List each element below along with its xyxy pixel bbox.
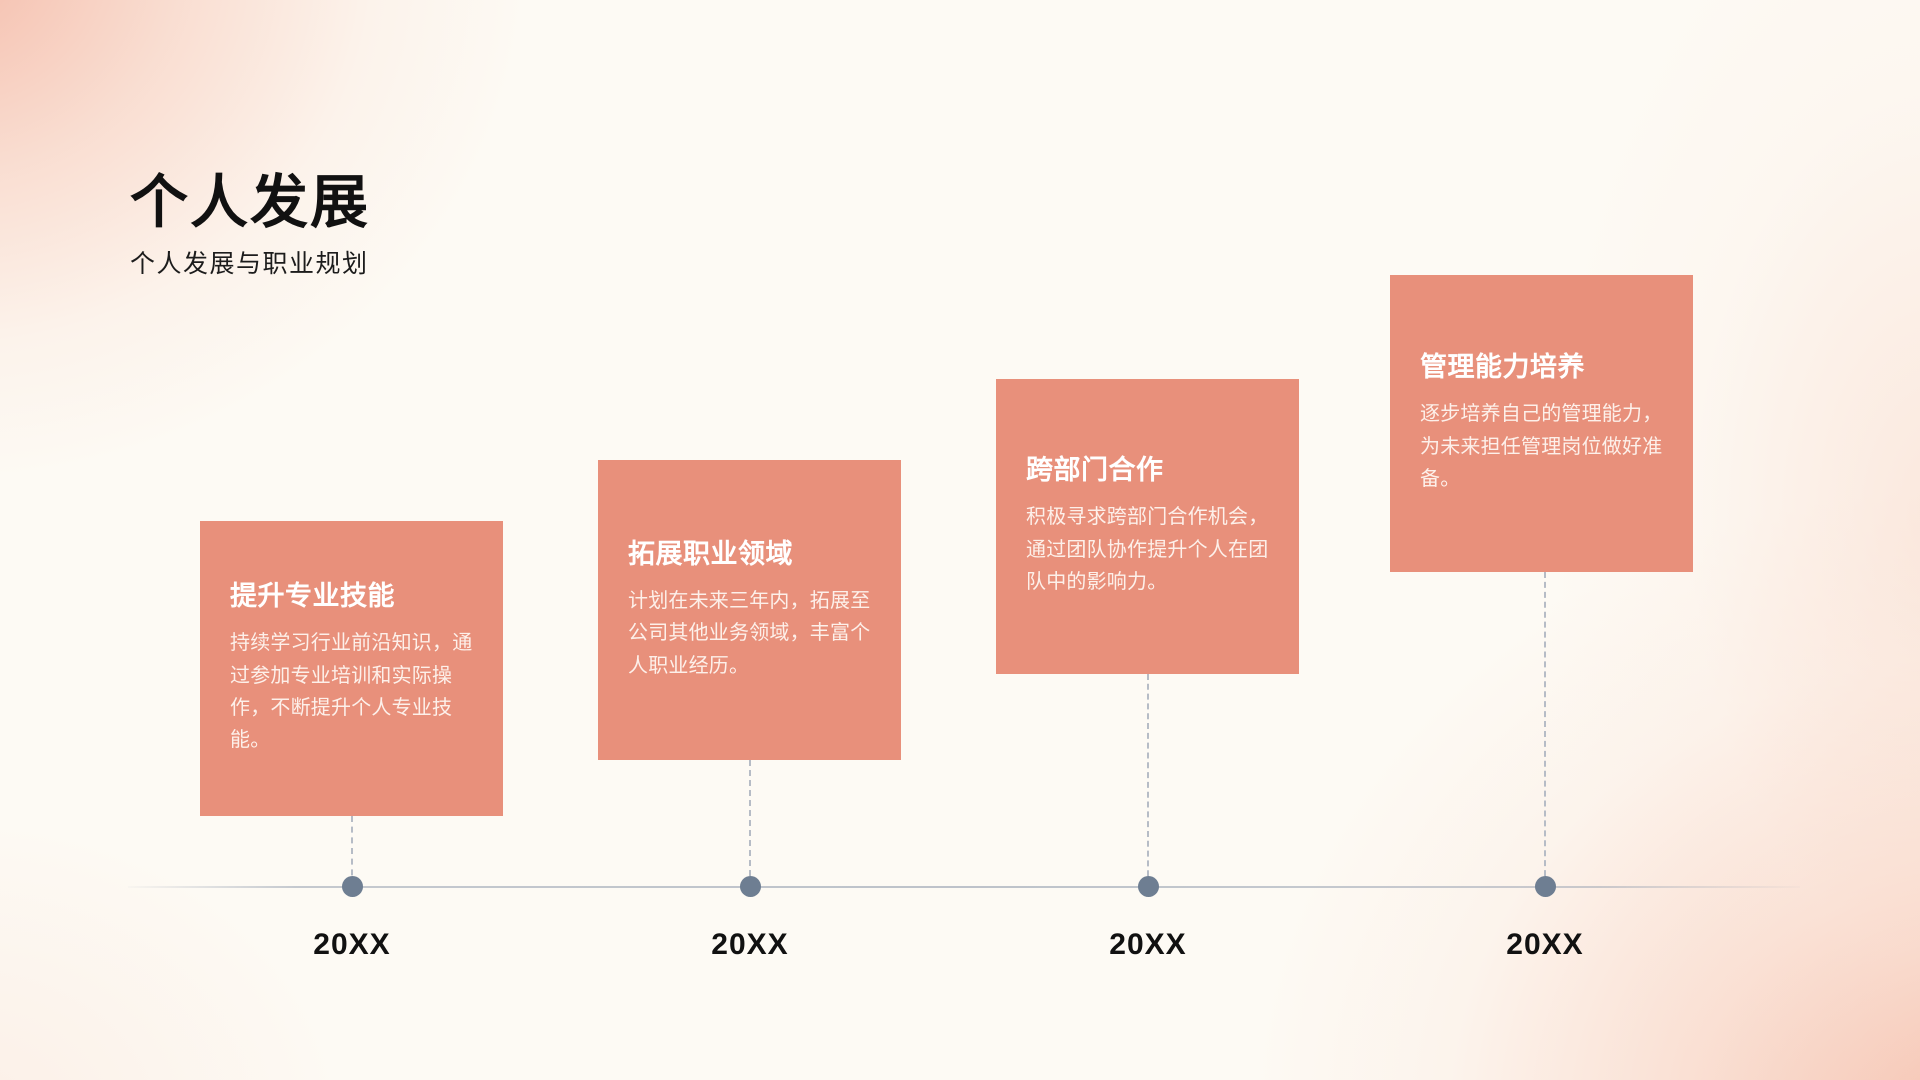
milestone-card-title: 拓展职业领域: [628, 538, 793, 569]
slide-header: 个人发展 个人发展与职业规划: [130, 172, 370, 279]
milestone-card[interactable]: 跨部门合作积极寻求跨部门合作机会，通过团队协作提升个人在团队中的影响力。: [996, 379, 1299, 674]
milestone-card-description: 逐步培养自己的管理能力，为未来担任管理岗位做好准备。: [1420, 403, 1663, 491]
milestone-card[interactable]: 拓展职业领域计划在未来三年内，拓展至公司其他业务领域，丰富个人职业经历。: [598, 460, 901, 760]
timeline-connector-line: [1147, 674, 1149, 886]
page-title: 个人发展: [130, 170, 371, 235]
timeline-year-label: 20XX: [711, 928, 789, 961]
milestone-card[interactable]: 管理能力培养逐步培养自己的管理能力，为未来担任管理岗位做好准备。: [1390, 275, 1693, 572]
timeline-year-label: 20XX: [1506, 928, 1584, 961]
milestone-card-description: 持续学习行业前沿知识，通过参加专业培训和实际操作，不断提升个人专业技能。: [230, 632, 473, 752]
timeline-dot[interactable]: [342, 876, 363, 897]
timeline-year-label: 20XX: [1109, 928, 1187, 961]
timeline-dot[interactable]: [1535, 876, 1556, 897]
milestone-card-title: 跨部门合作: [1026, 455, 1164, 486]
milestone-card-title: 提升专业技能: [230, 581, 395, 612]
timeline-connector-line: [749, 760, 751, 886]
timeline-dot[interactable]: [740, 876, 761, 897]
milestone-card-title: 管理能力培养: [1420, 352, 1585, 383]
milestone-card-description: 积极寻求跨部门合作机会，通过团队协作提升个人在团队中的影响力。: [1026, 506, 1269, 594]
milestone-card-description: 计划在未来三年内，拓展至公司其他业务领域，丰富个人职业经历。: [628, 589, 871, 677]
timeline-dot[interactable]: [1138, 876, 1159, 897]
timeline-year-label: 20XX: [313, 928, 391, 961]
timeline-connector-line: [1544, 572, 1546, 886]
page-subtitle: 个人发展与职业规划: [130, 250, 369, 279]
milestone-card[interactable]: 提升专业技能持续学习行业前沿知识，通过参加专业培训和实际操作，不断提升个人专业技…: [200, 521, 503, 816]
